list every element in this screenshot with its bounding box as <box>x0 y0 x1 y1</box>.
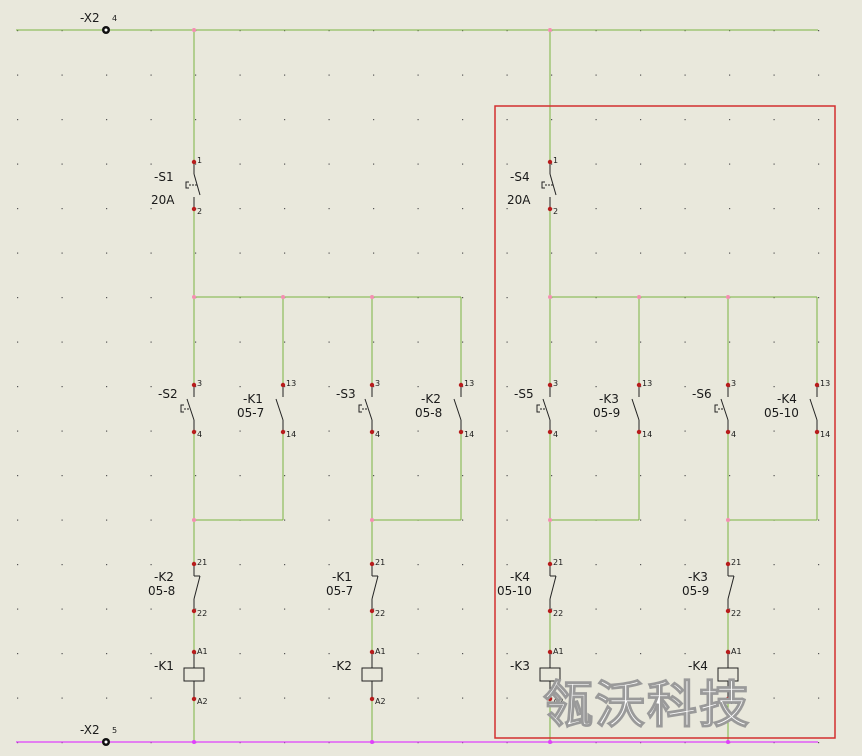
k4-no-pin-bottom: 14 <box>820 430 830 439</box>
k1-nc-pin-bottom: 22 <box>375 609 385 618</box>
k1-no-pin-top: 13 <box>286 379 296 388</box>
k4-nc-name: -K4 <box>510 570 530 584</box>
k4-coil-name: -K4 <box>688 659 708 673</box>
pushbutton-s3[interactable]: 3 4 -S3 <box>336 379 380 439</box>
k2-coil-name: -K2 <box>332 659 352 673</box>
pushbutton-s6[interactable]: 3 4 -S6 <box>692 379 736 439</box>
contact-k1-no[interactable]: 13 14 -K1 05-7 <box>237 379 296 439</box>
k3-coil-name: -K3 <box>510 659 530 673</box>
k1-nc-pin-top: 21 <box>375 558 385 567</box>
contact-k3-no[interactable]: 13 14 -K3 05-9 <box>593 379 652 439</box>
watermark-text: 瓴沃科技 <box>543 675 751 734</box>
k2-nc-pin-top: 21 <box>197 558 207 567</box>
coil-k2[interactable]: A1 A2 -K2 <box>332 647 386 706</box>
contact-k3-nc[interactable]: 21 22 -K3 05-9 <box>682 558 741 618</box>
k2-coil-pin-bottom: A2 <box>375 697 386 706</box>
k2-nc-ref: 05-8 <box>148 584 175 598</box>
k1-no-name: -K1 <box>243 392 263 406</box>
s4-pin-bottom: 2 <box>553 207 558 216</box>
k3-nc-pin-bottom: 22 <box>731 609 741 618</box>
k1-no-pin-bottom: 14 <box>286 430 296 439</box>
s5-pin-top: 3 <box>553 379 558 388</box>
terminal-x2-bottom[interactable]: -X2 5 <box>80 723 117 746</box>
k3-no-pin-bottom: 14 <box>642 430 652 439</box>
s3-pin-top: 3 <box>375 379 380 388</box>
k2-nc-pin-bottom: 22 <box>197 609 207 618</box>
k4-nc-ref: 05-10 <box>497 584 532 598</box>
terminal-x2-top-pin: 4 <box>112 14 117 23</box>
s2-name: -S2 <box>158 387 178 401</box>
k4-no-ref: 05-10 <box>764 406 799 420</box>
pushbutton-s5[interactable]: 3 4 -S5 <box>514 379 558 439</box>
terminal-x2-top-label: -X2 <box>80 11 100 25</box>
k1-coil-pin-top: A1 <box>197 647 208 656</box>
k1-coil-name: -K1 <box>154 659 174 673</box>
terminal-x2-bottom-pin: 5 <box>112 726 117 735</box>
k3-nc-name: -K3 <box>688 570 708 584</box>
k4-coil-pin-top: A1 <box>731 647 742 656</box>
k2-no-ref: 05-8 <box>415 406 442 420</box>
k2-no-pin-bottom: 14 <box>464 430 474 439</box>
k3-no-ref: 05-9 <box>593 406 620 420</box>
contact-k2-nc[interactable]: 21 22 -K2 05-8 <box>148 558 207 618</box>
terminal-x2-bottom-label: -X2 <box>80 723 100 737</box>
junctions <box>192 28 730 744</box>
s5-pin-bottom: 4 <box>553 430 558 439</box>
k1-nc-name: -K1 <box>332 570 352 584</box>
s2-pin-bottom: 4 <box>197 430 202 439</box>
s1-pin-bottom: 2 <box>197 207 202 216</box>
k3-nc-pin-top: 21 <box>731 558 741 567</box>
s2-pin-top: 3 <box>197 379 202 388</box>
k3-nc-ref: 05-9 <box>682 584 709 598</box>
s4-pin-top: 1 <box>553 156 558 165</box>
s5-name: -S5 <box>514 387 534 401</box>
k2-coil-pin-top: A1 <box>375 647 386 656</box>
k4-coil-pin-bottom: A2 <box>731 697 742 706</box>
contact-k1-nc[interactable]: 21 22 -K1 05-7 <box>326 558 385 618</box>
s6-pin-top: 3 <box>731 379 736 388</box>
k2-no-pin-top: 13 <box>464 379 474 388</box>
k3-no-name: -K3 <box>599 392 619 406</box>
s1-name: -S1 <box>154 170 174 184</box>
coil-k4[interactable]: A1 A2 -K4 <box>688 647 742 706</box>
s6-name: -S6 <box>692 387 712 401</box>
k4-no-pin-top: 13 <box>820 379 830 388</box>
s6-pin-bottom: 4 <box>731 430 736 439</box>
s1-pin-top: 1 <box>197 156 202 165</box>
k3-coil-pin-bottom: A2 <box>553 697 564 706</box>
terminal-x2-top[interactable]: -X2 4 <box>80 11 117 34</box>
breaker-s1[interactable]: 1 2 -S1 20A <box>151 156 202 216</box>
s3-name: -S3 <box>336 387 356 401</box>
coil-k3[interactable]: A1 A2 -K3 <box>510 647 564 706</box>
s4-name: -S4 <box>510 170 530 184</box>
s1-rating: 20A <box>151 193 175 207</box>
k1-nc-ref: 05-7 <box>326 584 353 598</box>
selection-frame[interactable] <box>494 105 836 739</box>
k3-no-pin-top: 13 <box>642 379 652 388</box>
s4-rating: 20A <box>507 193 531 207</box>
k2-no-name: -K2 <box>421 392 441 406</box>
k4-nc-pin-bottom: 22 <box>553 609 563 618</box>
k4-no-name: -K4 <box>777 392 797 406</box>
pushbutton-s2[interactable]: 3 4 -S2 <box>158 379 202 439</box>
breaker-s4[interactable]: 1 2 -S4 20A <box>507 156 558 216</box>
k2-nc-name: -K2 <box>154 570 174 584</box>
contact-k4-no[interactable]: 13 14 -K4 05-10 <box>764 379 830 439</box>
coil-k1[interactable]: A1 A2 -K1 <box>154 647 208 706</box>
s3-pin-bottom: 4 <box>375 430 380 439</box>
k1-coil-pin-bottom: A2 <box>197 697 208 706</box>
k4-nc-pin-top: 21 <box>553 558 563 567</box>
k1-no-ref: 05-7 <box>237 406 264 420</box>
k3-coil-pin-top: A1 <box>553 647 564 656</box>
contact-k2-no[interactable]: 13 14 -K2 05-8 <box>415 379 474 439</box>
contact-k4-nc[interactable]: 21 22 -K4 05-10 <box>497 558 563 618</box>
